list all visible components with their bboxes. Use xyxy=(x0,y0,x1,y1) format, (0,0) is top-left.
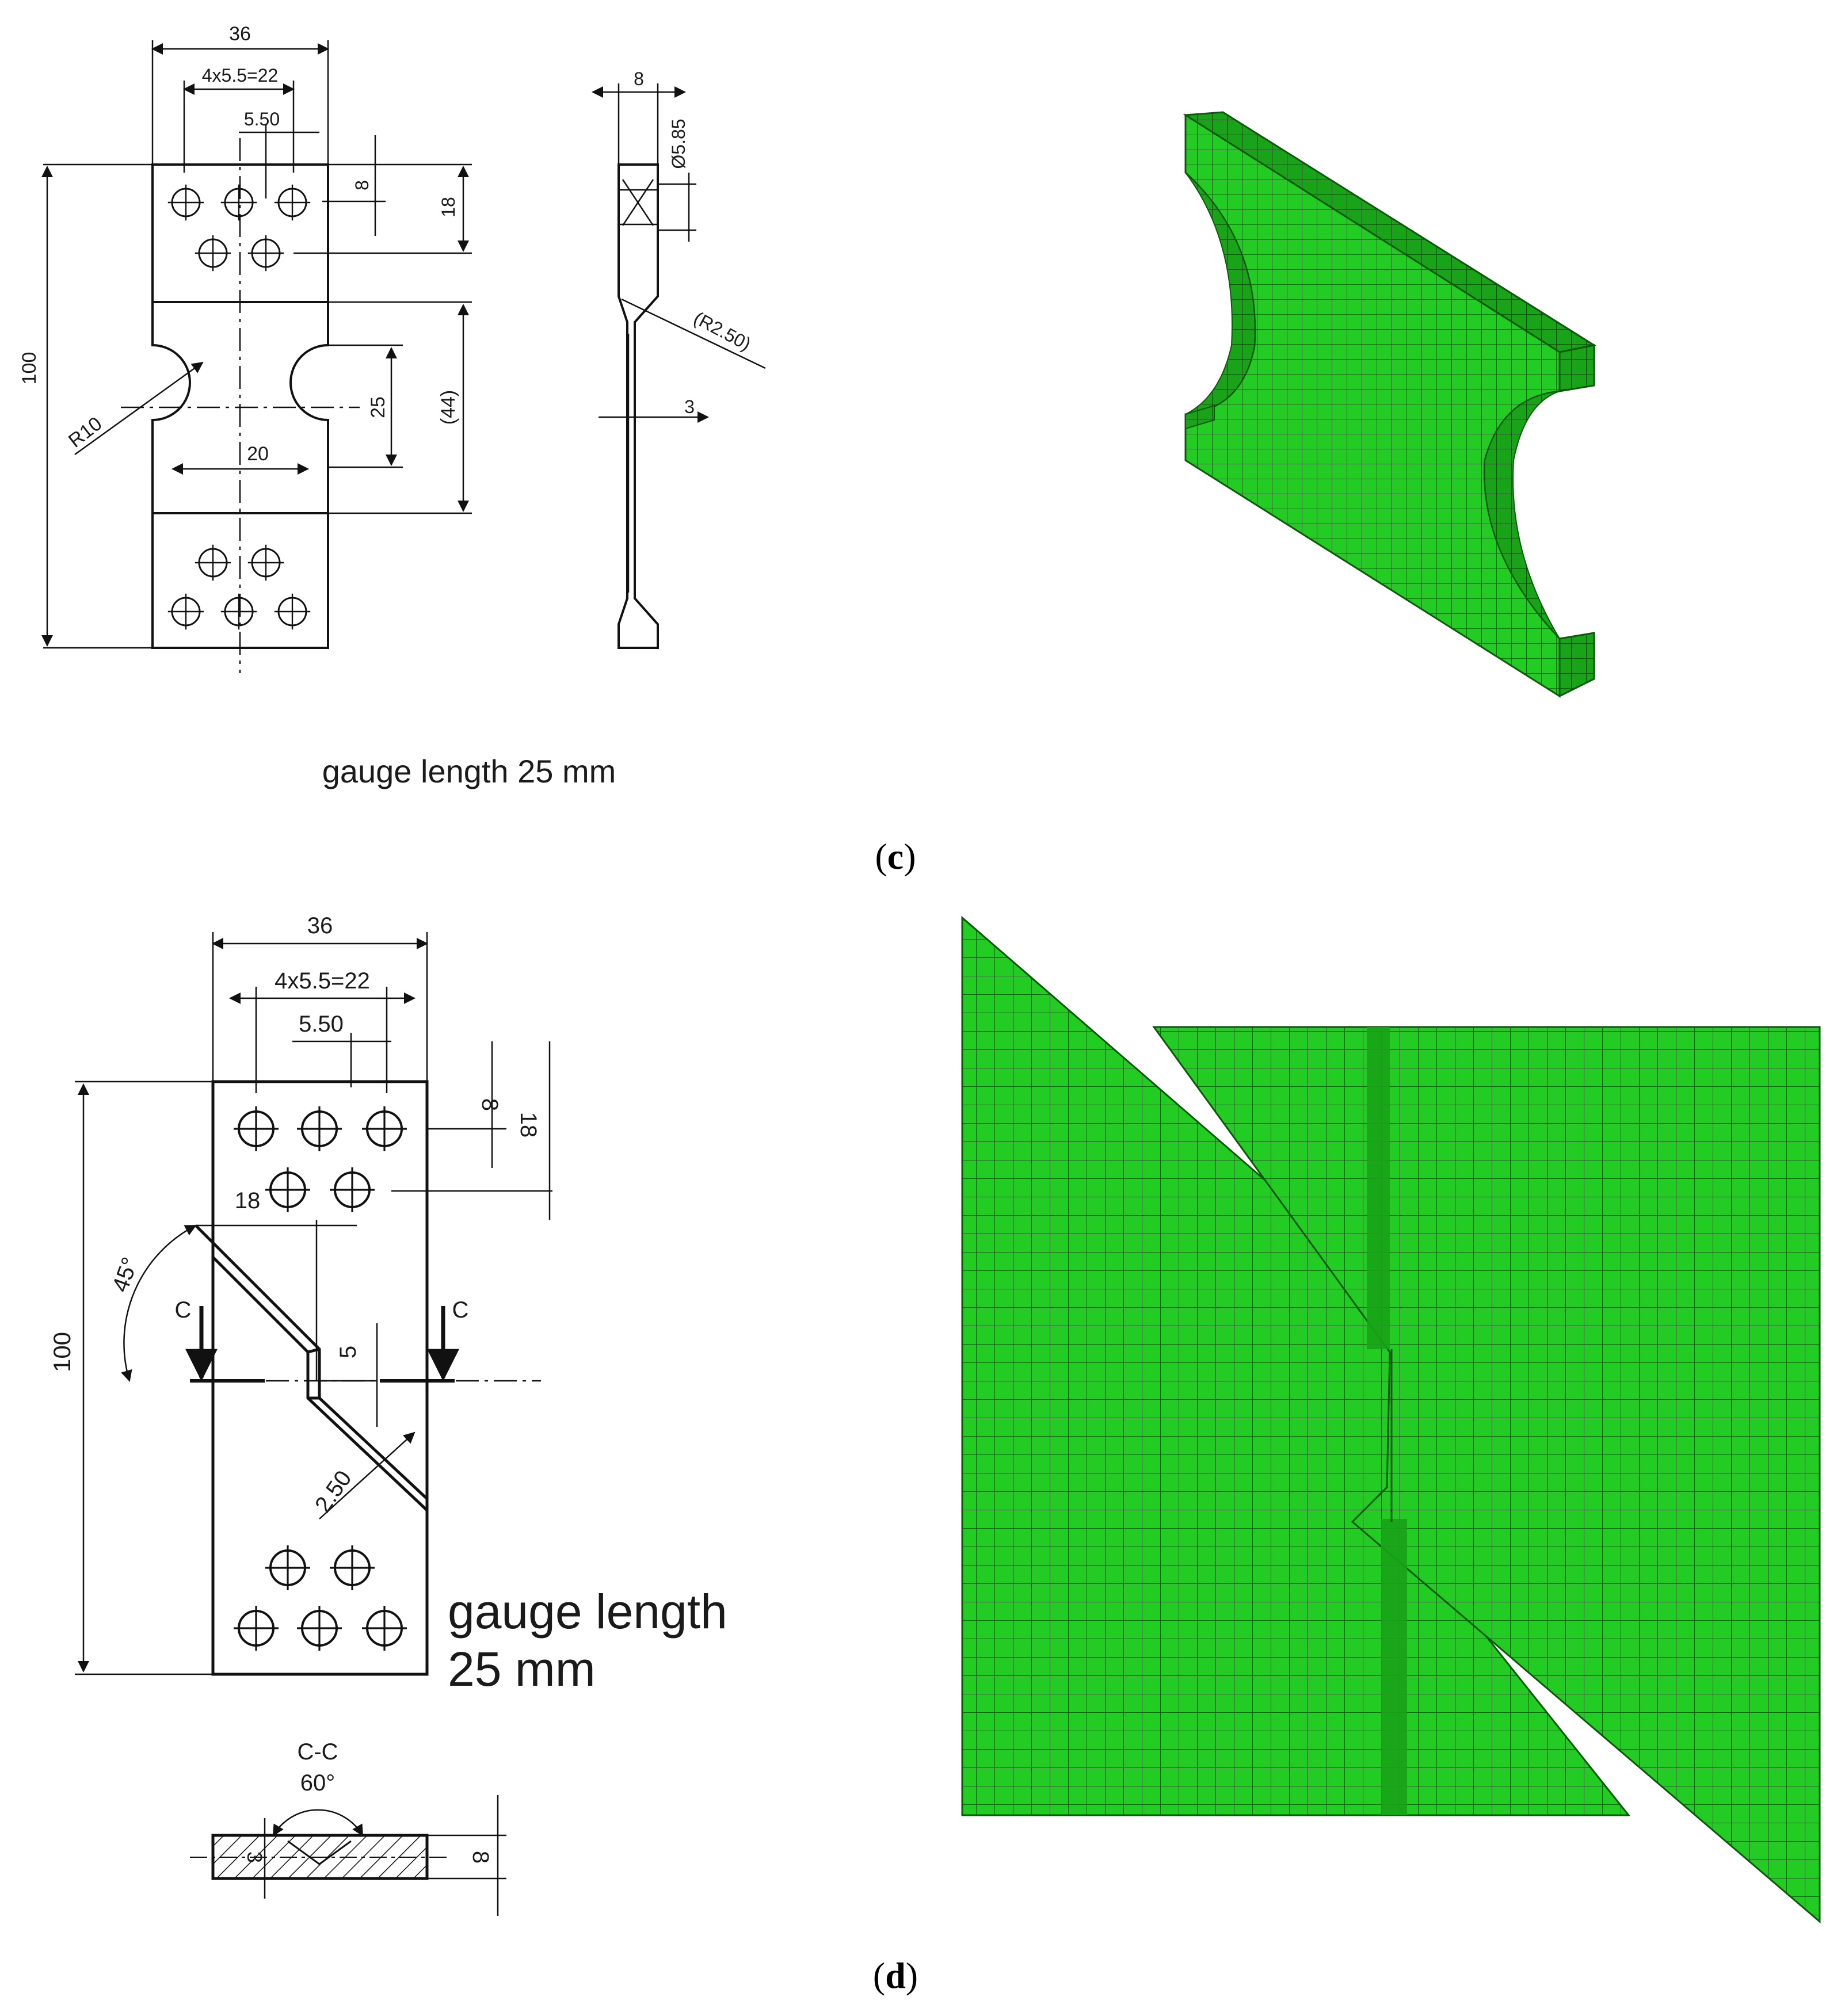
dim-c-length: 100 xyxy=(18,352,40,385)
dim-d-grip: 18 xyxy=(516,1112,541,1138)
bolt-hole-crosshair xyxy=(234,1606,279,1651)
dim-d-section-depth: 3 xyxy=(243,1851,266,1863)
bolt-hole-crosshair xyxy=(220,593,257,630)
panel-d-holes xyxy=(234,1106,407,1651)
mesh-d-right-part xyxy=(1152,1026,1821,1924)
panel-d-gauge-note-1: gauge length xyxy=(448,1584,727,1639)
panel-c-caption-letter: c xyxy=(887,836,904,877)
bolt-hole-crosshair xyxy=(167,593,204,630)
dim-d-holes: 4x5.5=22 xyxy=(275,968,370,994)
dim-c-neck: 20 xyxy=(247,443,269,465)
dim-d-section-left: C xyxy=(175,1297,192,1323)
bolt-hole-crosshair xyxy=(362,1106,407,1151)
bolt-hole-crosshair xyxy=(247,235,284,272)
bolt-hole-crosshair xyxy=(247,544,284,581)
panel-d-drawing xyxy=(195,1080,429,1676)
panel-c-dim-lines xyxy=(41,40,472,649)
dim-d-width: 36 xyxy=(307,913,333,938)
bolt-hole-crosshair xyxy=(330,1545,375,1590)
bolt-hole-crosshair xyxy=(362,1606,407,1651)
panel-d-mesh-model xyxy=(961,915,1821,1924)
mesh-c-right-face xyxy=(1558,344,1595,392)
dim-d-section-angle: 60° xyxy=(300,1770,336,1796)
specimen-d-slot xyxy=(195,1224,428,1511)
dim-d-section-right: C xyxy=(452,1297,469,1323)
panel-c-caption: (c) xyxy=(875,836,916,877)
panel-d-dim-lines xyxy=(75,932,552,1675)
dim-c-holes: 4x5.5=22 xyxy=(202,65,279,86)
dim-c-gauge-thk: 3 xyxy=(684,396,695,417)
panel-c-side-dims xyxy=(592,83,766,423)
bolt-hole-crosshair xyxy=(297,1106,342,1151)
panel-d-gauge-note-2: 25 mm xyxy=(448,1642,596,1696)
mesh-c-notch-surface xyxy=(1185,172,1256,415)
dim-d-angle: 45° xyxy=(108,1254,143,1296)
bolt-hole-crosshair xyxy=(265,1167,310,1212)
dim-c-hole-row: 8 xyxy=(352,180,372,190)
dim-c-grip: 18 xyxy=(438,197,459,217)
panel-c-holes xyxy=(167,184,311,630)
mesh-d-ligament-band-lower xyxy=(1381,1519,1407,1815)
dim-c-radius: R10 xyxy=(64,413,106,452)
dim-d-section-thk: 8 xyxy=(468,1851,493,1864)
bolt-hole-crosshair xyxy=(274,593,311,630)
mesh-d-ligament-band-upper xyxy=(1367,1027,1390,1349)
bolt-hole-crosshair xyxy=(195,544,231,581)
panel-d-caption-letter: d xyxy=(885,1955,906,1996)
bolt-hole-crosshair xyxy=(265,1545,310,1590)
dim-d-pitch: 5.50 xyxy=(299,1011,344,1037)
dim-c-width: 36 xyxy=(229,23,251,45)
bolt-hole-crosshair xyxy=(234,1106,279,1151)
mesh-c-front-face xyxy=(1184,113,1561,698)
specimen-c-outline xyxy=(151,163,329,649)
panel-c-drawing xyxy=(121,138,360,673)
bolt-hole-crosshair xyxy=(297,1606,342,1651)
bolt-hole-crosshair xyxy=(167,184,204,221)
dim-d-offset: 18 xyxy=(235,1188,261,1213)
panel-d-caption: (d) xyxy=(873,1955,918,1996)
dim-c-middle: (44) xyxy=(437,390,459,425)
bolt-hole-crosshair xyxy=(220,184,257,221)
dim-d-length: 100 xyxy=(48,1332,75,1372)
dim-c-notch-width: 25 xyxy=(367,396,389,418)
panel-c-dim-texts: 36 4x5.5=22 5.50 100 8 18 (44) 25 20 R10… xyxy=(18,23,754,789)
bolt-hole-crosshair xyxy=(330,1167,375,1212)
dim-d-section-title: C-C xyxy=(297,1739,338,1765)
dim-c-hole-dia: Ø5.85 xyxy=(668,119,689,169)
dim-c-thickness: 8 xyxy=(634,68,644,89)
panel-d-dim-texts: 36 4x5.5=22 5.50 8 18 18 45° C C 100 5 2… xyxy=(48,913,727,1864)
panel-c-gauge-note: gauge length 25 mm xyxy=(322,753,616,789)
panel-c-side-view xyxy=(618,163,659,649)
bolt-hole-crosshair xyxy=(195,235,231,272)
bolt-hole-crosshair xyxy=(274,184,311,221)
dim-c-pitch: 5.50 xyxy=(244,109,280,129)
panel-d-section-view xyxy=(190,1795,506,1916)
dim-d-ligament: 5 xyxy=(336,1346,361,1358)
panel-c-mesh-model xyxy=(1183,111,1596,698)
dim-d-hole-row: 8 xyxy=(477,1098,502,1111)
